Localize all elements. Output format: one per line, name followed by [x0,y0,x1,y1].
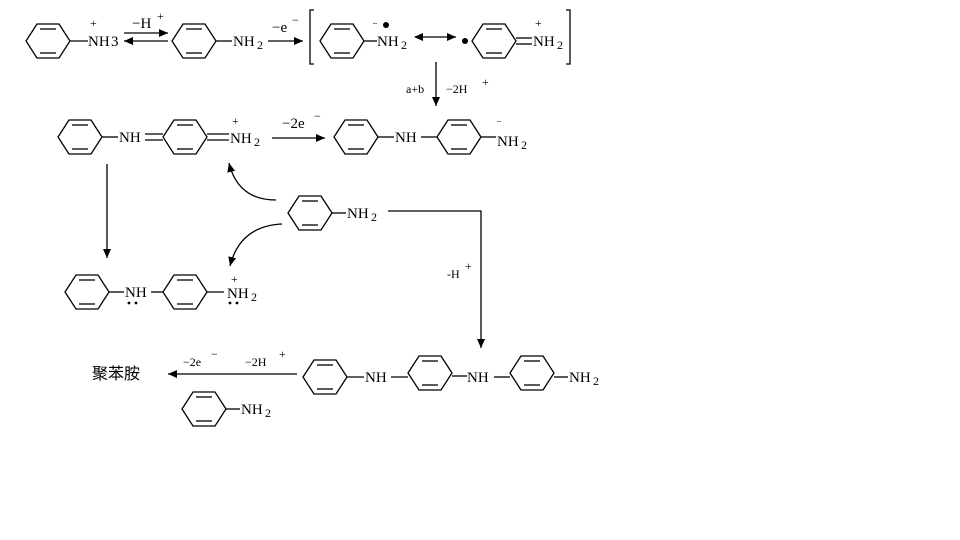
amine-label: NH [533,34,555,50]
benzene-ring [171,23,217,59]
amine-subscript: 2 [265,406,271,420]
lone-pair-dot [235,301,239,305]
coupling-arrow: a+b −2H + [406,62,489,106]
benzene-ring [333,119,379,155]
lone-pair-dot [228,301,232,305]
benzene-ring [181,391,227,427]
equilibrium-arrow: −H + [124,9,168,45]
bridge-nh: NH [125,285,147,301]
final-2h-label: −2H [245,355,267,369]
minus-2h-label: −2H [446,82,468,96]
radical-dot [383,22,389,28]
lone-pair-dot [127,301,131,305]
molecule-aniline-center: NH 2 [287,195,377,231]
minus-e-label: −e [272,20,287,36]
lone-pair: ¨ [497,117,501,131]
amine-label: NH [227,286,249,302]
amine-label: NH [497,134,519,150]
amine-subscript: 2 [251,290,257,304]
charge-plus: + [90,16,97,30]
curved-arrow-down [228,223,283,267]
molecule-dimer-cation: NH + NH 2 [57,114,260,155]
benzene-ring [57,119,103,155]
benzene-ring [287,195,333,231]
benzene-ring [64,274,110,310]
svg-text:−: − [314,109,321,123]
quinoid-ring [162,119,208,155]
hyphen-h-label: -H [447,267,460,281]
right-bracket [566,9,571,65]
amine-label: NH [377,34,399,50]
curved-arrow-up [227,162,277,201]
minus-2e-label: −2e [282,116,305,132]
benzene-ring [407,355,453,391]
amine-label: NH [233,34,255,50]
polymerization-arrow: −2e − −2H + [168,347,297,378]
molecule-radical-cation-a: ¨ NH 2 [319,19,407,59]
charge-plus: + [232,114,239,128]
svg-text:−: − [211,347,218,361]
molecule-dimer-dotted: NH + NH 2 [64,272,257,310]
amine-subscript: 3 [111,34,119,50]
bridge-nh-1: NH [365,370,387,386]
radical-dot [462,38,468,44]
amine-label: NH [569,370,591,386]
benzene-ring [162,274,208,310]
benzene-ring [509,355,555,391]
polyaniline-label: 聚苯胺 [92,365,140,383]
charge-plus: + [535,16,542,30]
lone-pair-dot [134,301,138,305]
amine-label: NH [88,34,110,50]
amine-subscript: 2 [254,135,260,149]
bridge-nh: NH [395,130,417,146]
benzene-ring [436,119,482,155]
amine-label: NH [241,402,263,418]
molecule-dimer-neutral: NH ¨ NH 2 [333,117,527,155]
amine-subscript: 2 [557,38,563,52]
molecule-aniline: NH 2 [171,23,263,59]
lone-pair: ¨ [373,19,377,33]
molecule-anilinium: + NH 3 [25,16,119,59]
benzene-ring [302,359,348,395]
final-2e-label: −2e [183,355,201,369]
amine-subscript: 2 [521,138,527,152]
amine-subscript: 2 [593,374,599,388]
quinoid-ring [471,23,517,59]
oxidation-arrow: −e − [268,13,303,45]
svg-text:−: − [292,13,299,27]
benzene-ring [319,23,365,59]
svg-text:+: + [465,259,472,273]
svg-text:+: + [157,9,164,23]
amine-label: NH [230,131,252,147]
amine-subscript: 2 [401,38,407,52]
benzene-ring [25,23,71,59]
amine-subscript: 2 [257,38,263,52]
bridge-nh-2: NH [467,370,489,386]
molecule-trimer: NH NH NH 2 [302,355,599,395]
bridge-nh: NH [119,130,141,146]
oxidation-arrow-2e: −2e − [272,109,325,142]
left-bracket [309,9,314,65]
svg-text:+: + [279,347,286,361]
molecule-radical-cation-b: + NH 2 [462,16,563,59]
amine-subscript: 2 [371,210,377,224]
path-arrow-right-down [388,210,485,348]
ab-label: a+b [406,82,424,96]
svg-text:+: + [482,75,489,89]
molecule-aniline-bottom: NH 2 [181,391,271,427]
amine-label: NH [347,206,369,222]
charge-plus: + [231,272,238,286]
minus-h-label: −H [132,16,151,32]
